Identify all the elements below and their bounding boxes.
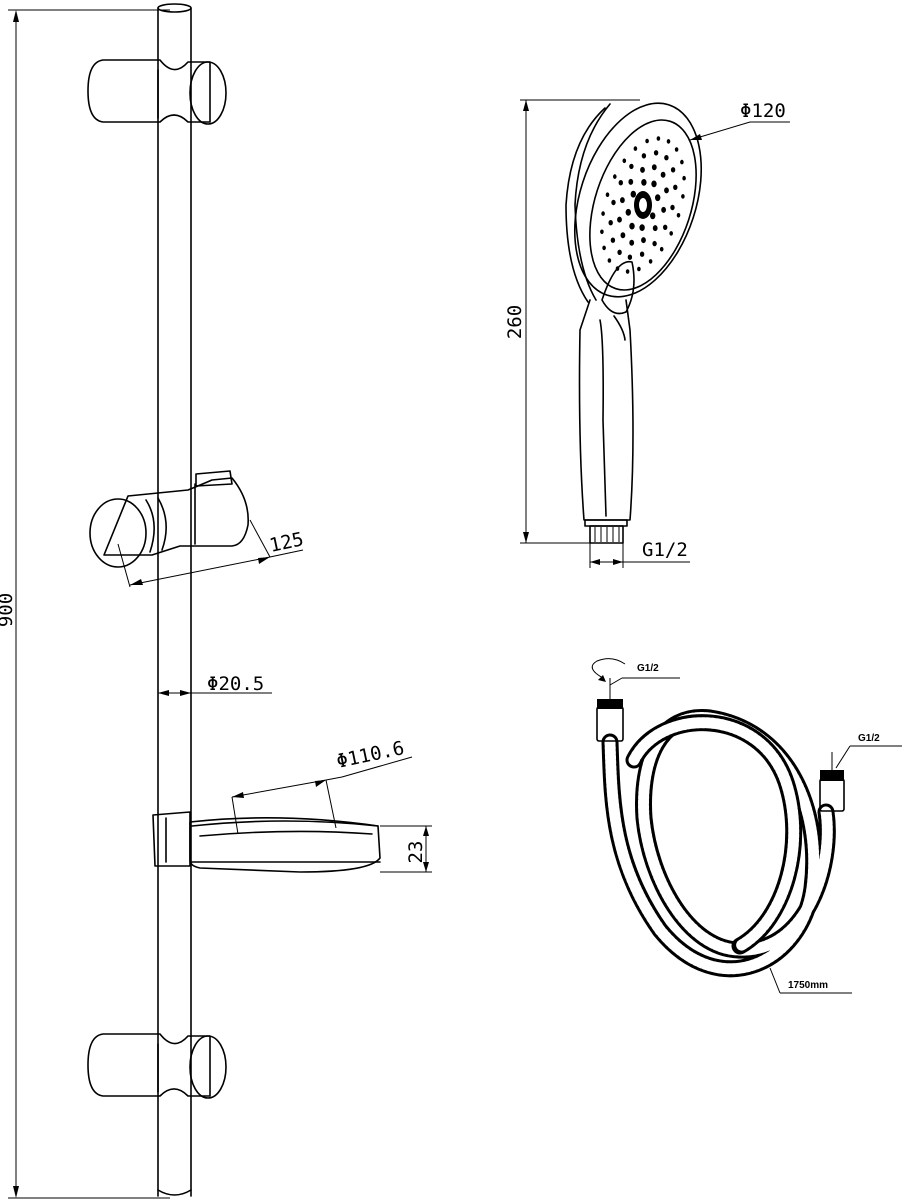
nozzle — [610, 237, 616, 243]
bottom-wall-bracket — [87, 1033, 227, 1099]
nozzle — [659, 246, 664, 252]
hose-rotation-icon — [591, 658, 680, 686]
hose-thread-top-label: G1/2 — [637, 663, 659, 674]
hose-thread-right-label: G1/2 — [858, 733, 880, 744]
shower-hose — [601, 709, 836, 978]
hand-shower — [565, 102, 703, 544]
nozzle — [676, 213, 681, 218]
nozzle — [630, 190, 636, 198]
nozzle — [674, 147, 679, 152]
nozzle — [663, 224, 668, 230]
handshower-length-label: 260 — [504, 305, 526, 339]
nozzle — [602, 245, 606, 251]
nozzle — [608, 220, 613, 226]
nozzle — [625, 269, 630, 274]
nozzle — [673, 184, 678, 190]
nozzle — [625, 208, 631, 216]
hose-length-label: 1750mm — [788, 980, 828, 991]
bar-length-dimension: 900 — [0, 9, 170, 1199]
nozzle — [620, 232, 626, 239]
nozzle — [653, 150, 659, 156]
nozzle — [651, 180, 657, 188]
nozzle — [600, 229, 604, 235]
spray-nozzles — [600, 136, 686, 274]
nozzle — [605, 192, 610, 197]
soap-dish — [152, 811, 381, 873]
handshower-thread-dimension: G1/2 — [589, 539, 690, 568]
nozzle — [640, 166, 645, 173]
nozzle — [639, 251, 645, 257]
head-diameter-label: Φ120 — [740, 100, 786, 122]
nozzle — [617, 216, 622, 223]
nozzle — [629, 239, 635, 246]
hose-top-connector — [596, 678, 624, 742]
hose-right-connector — [819, 745, 902, 812]
slider-holder — [89, 470, 249, 568]
rail — [157, 3, 192, 1197]
nozzle — [641, 179, 647, 186]
nozzle — [680, 159, 684, 165]
nozzle — [682, 175, 686, 181]
nozzle — [633, 146, 638, 151]
dish-diameter-label: Φ110.6 — [334, 737, 406, 773]
nozzle — [652, 240, 657, 247]
nozzle — [652, 225, 658, 232]
dish-height-label: 23 — [405, 841, 427, 864]
nozzle — [601, 211, 605, 216]
head-diameter-dimension: Φ120 — [689, 100, 790, 141]
nozzle — [637, 266, 641, 272]
rail-diameter-dimension: Φ20.5 — [158, 673, 272, 696]
nozzle — [648, 259, 653, 264]
top-wall-bracket — [87, 59, 227, 125]
nozzle — [627, 254, 633, 260]
nozzle — [615, 266, 620, 271]
nozzle — [620, 197, 625, 204]
nozzle — [607, 258, 612, 263]
nozzle — [669, 231, 673, 236]
nozzle — [670, 204, 675, 211]
nozzle — [611, 199, 616, 206]
nozzle — [650, 212, 656, 220]
nozzle — [629, 163, 634, 170]
nozzle — [639, 224, 645, 232]
nozzle — [628, 178, 634, 185]
nozzle — [617, 249, 622, 255]
nozzle — [622, 158, 627, 164]
nozzle — [660, 171, 666, 178]
nozzle — [656, 136, 661, 141]
bar-length-label: 900 — [0, 593, 17, 627]
nozzle — [664, 155, 669, 161]
hose-length-dimension — [769, 967, 852, 994]
slider-depth-label: 125 — [267, 528, 305, 557]
nozzle — [629, 222, 635, 230]
nozzle — [613, 174, 617, 179]
handshower-thread-label: G1/2 — [642, 539, 688, 561]
nozzle — [681, 194, 685, 199]
nozzle — [641, 237, 646, 244]
nozzle — [661, 206, 666, 213]
rail-diameter-label: Φ20.5 — [207, 673, 264, 695]
nozzle — [670, 167, 676, 173]
dish-height-dimension: 23 — [380, 825, 432, 873]
nozzle — [651, 164, 657, 171]
nozzle — [655, 194, 661, 202]
nozzle — [641, 153, 647, 159]
nozzle — [618, 180, 623, 186]
handshower-length-dimension: 260 — [504, 99, 640, 544]
nozzle — [645, 138, 649, 144]
nozzle — [666, 139, 671, 144]
nozzle — [664, 187, 669, 194]
